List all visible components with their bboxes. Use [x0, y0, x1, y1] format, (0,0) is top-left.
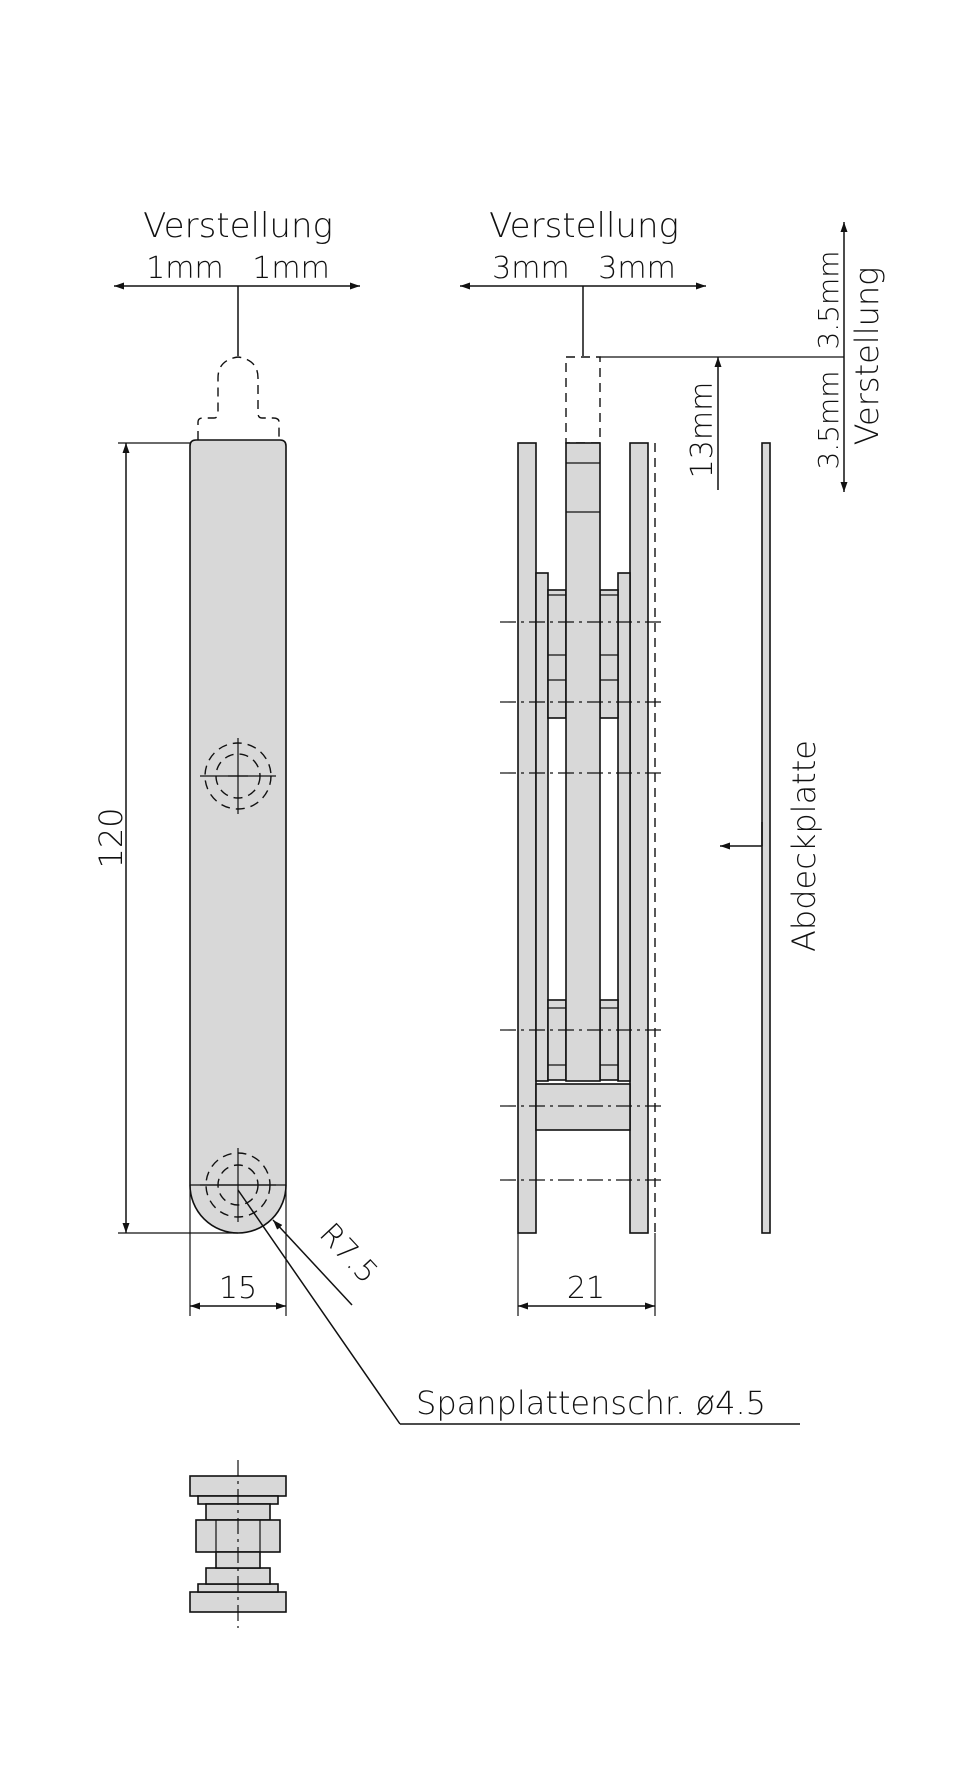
- side-inner-right: [617, 572, 631, 1082]
- width-front-label: 15: [219, 1271, 257, 1306]
- side-center-slider: [565, 442, 601, 1082]
- cover-plate-label: Abdeckplatte: [785, 740, 823, 952]
- side-left-plate: [517, 442, 537, 1234]
- side-centerlines: [500, 621, 666, 1181]
- vertical-adjust-lower: 3.5mm: [812, 370, 845, 469]
- front-adjust-title: Verstellung: [143, 206, 333, 246]
- front-lower-screw: [200, 1148, 276, 1222]
- side-right-plate: [629, 442, 649, 1234]
- side-block-lower-left: [547, 999, 567, 1081]
- cover-plate: [761, 442, 771, 1234]
- side-block-lower-right: [599, 999, 619, 1081]
- side-block-upper-left: [547, 589, 567, 719]
- side-bottom-bracket: [535, 1083, 631, 1131]
- side-view: Verstellung 3mm 3mm: [460, 206, 886, 1316]
- side-slider-outline: [565, 356, 601, 444]
- side-block-upper-right: [599, 589, 619, 719]
- radius-leader: [272, 1219, 353, 1306]
- vertical-adjust-upper: 3.5mm: [812, 250, 845, 349]
- front-view: Verstellung 1mm 1mm 120: [92, 206, 800, 1425]
- screw-callout-label: Spanplattenschr. ø4.5: [416, 1384, 766, 1422]
- width-side-label: 21: [567, 1271, 605, 1306]
- vertical-adjust-title: Verstellung: [848, 267, 886, 446]
- front-adjust-values: 1mm 1mm: [146, 251, 330, 286]
- side-block-lines: [548, 594, 618, 1066]
- screw-leader: [237, 1189, 800, 1425]
- side-adjust-title: Verstellung: [489, 206, 679, 246]
- radius-label: R7.5: [312, 1217, 384, 1291]
- side-adjust-values: 3mm 3mm: [492, 251, 676, 286]
- height-offset-label: 13mm: [685, 382, 720, 479]
- front-tab-outline: [197, 356, 280, 440]
- side-inner-left: [535, 572, 549, 1082]
- top-view: [189, 1460, 287, 1628]
- length-dim-label: 120: [92, 807, 130, 868]
- front-upper-screw: [200, 738, 276, 814]
- front-hinge-body: [189, 439, 287, 1234]
